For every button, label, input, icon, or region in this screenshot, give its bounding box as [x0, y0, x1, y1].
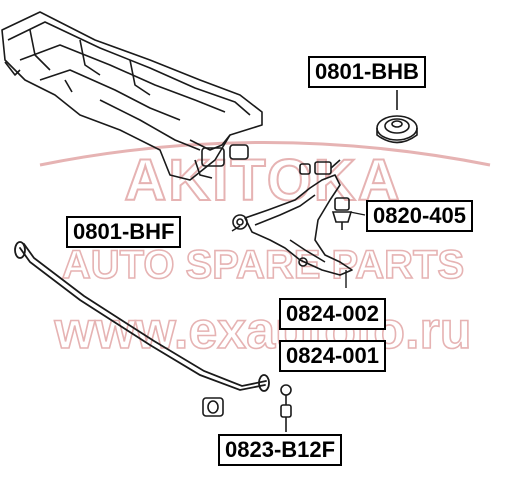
part-label-0801-bhf: 0801-BHF	[66, 216, 182, 248]
leader-lines	[231, 211, 366, 288]
stabilizer-bar	[14, 241, 270, 392]
watermark-tagline: AUTO SPARE PARTS	[62, 243, 464, 287]
watermark-swoosh	[39, 141, 491, 167]
part-label-0824-002: 0824-002	[279, 298, 386, 330]
part-label-0820-405: 0820-405	[366, 200, 473, 232]
subframe	[1, 11, 263, 181]
watermark-brand: AKITOKA	[124, 148, 401, 213]
watermark: AKITOKA AUTO SPARE PARTS www.exautoto.ru	[39, 141, 491, 361]
stabilizer-bushing	[202, 397, 224, 417]
part-label-0823-b12f: 0823-B12F	[218, 434, 343, 466]
bushing-bhb	[376, 90, 418, 144]
stabilizer-link	[280, 384, 292, 432]
control-arm	[232, 159, 353, 276]
part-label-0824-001: 0824-001	[279, 340, 386, 372]
ball-joint	[331, 197, 353, 230]
watermark-url: www.exautoto.ru	[54, 302, 472, 360]
part-label-0801-bhb: 0801-BHB	[308, 56, 426, 88]
